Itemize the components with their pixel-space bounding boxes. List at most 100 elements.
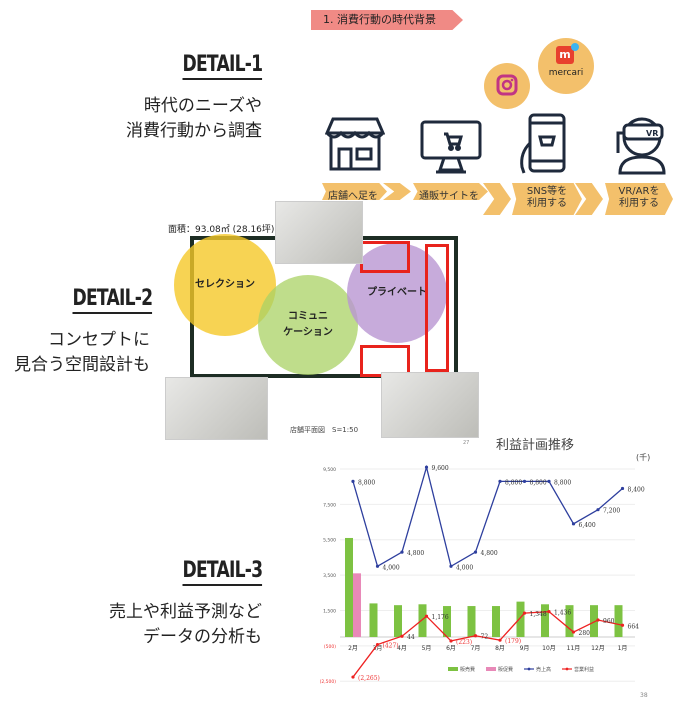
bar-hanbaihi xyxy=(565,605,574,637)
data-point xyxy=(473,634,478,638)
chevron-icon xyxy=(383,183,411,200)
bar-hanbaihi xyxy=(492,606,500,637)
selection-space-photo xyxy=(165,377,268,440)
data-label: 6,400 xyxy=(579,522,596,529)
legend-label: 販促費 xyxy=(498,666,513,673)
chart-page: 38 xyxy=(640,692,648,699)
mercari-dot xyxy=(571,43,579,51)
data-label: 4,800 xyxy=(407,550,424,557)
x-tick-label: 9月 xyxy=(520,645,530,652)
legend-marker xyxy=(565,667,569,671)
data-point xyxy=(449,639,453,643)
floor-plan-caption: 店舗平面図 S=1:50 xyxy=(290,426,359,434)
data-point xyxy=(547,479,551,483)
timeline-title: 1. 消費行動の時代背景 xyxy=(311,10,463,30)
data-point xyxy=(522,479,527,483)
data-point xyxy=(620,486,625,491)
timeline-step-ec: 通販サイトを xyxy=(413,183,488,200)
data-point xyxy=(351,479,355,483)
legend-label: 売上高 xyxy=(536,666,551,673)
furniture-photo xyxy=(275,201,363,264)
floor-plan-page: 27 xyxy=(463,440,470,446)
mercari-bubble: m mercari xyxy=(538,38,594,94)
line-sales xyxy=(352,464,623,568)
data-label: 1,436 xyxy=(554,610,571,617)
timeline-step-sns: SNS等を 利用する xyxy=(512,183,582,215)
data-point xyxy=(522,611,527,615)
bar-hanbaihi xyxy=(369,603,378,637)
y-tick-label: (500) xyxy=(324,644,336,650)
data-point xyxy=(375,642,380,647)
x-tick-label: 5月 xyxy=(422,645,432,652)
legend-swatch xyxy=(486,667,496,671)
x-tick-label: 1月 xyxy=(618,645,628,652)
x-tick-label: 4月 xyxy=(397,645,407,652)
zone-communication: コミュニ ケーション xyxy=(258,275,358,375)
data-label: (223) xyxy=(456,639,472,646)
y-tick-label: 5,500 xyxy=(323,538,336,544)
highlight-box xyxy=(425,244,449,372)
bar-hanbaihi xyxy=(418,604,427,637)
legend-label: 営業利益 xyxy=(574,666,594,673)
data-point xyxy=(449,564,453,568)
data-point xyxy=(498,638,502,642)
data-point xyxy=(571,630,576,634)
data-label: (2,265) xyxy=(358,675,380,682)
x-tick-label: 6月 xyxy=(446,645,456,652)
data-point xyxy=(620,623,625,627)
mercari-label: mercari xyxy=(548,68,584,78)
detail-1-description: 時代のニーズや消費行動から調査 xyxy=(126,96,262,141)
bar-hanbaihi xyxy=(443,606,451,637)
smartphone-shopping-icon xyxy=(518,113,568,175)
data-label: 1,348 xyxy=(530,611,547,618)
legend-swatch xyxy=(448,667,458,671)
bar-hanbaihi xyxy=(394,605,402,637)
x-tick-label: 3月 xyxy=(373,645,383,652)
chart-title: 利益計画推移 xyxy=(496,438,575,453)
bar-hanbaihi xyxy=(345,537,353,637)
legend-marker xyxy=(527,667,531,671)
data-label: 8,800 xyxy=(530,479,547,486)
data-label: 8,800 xyxy=(358,479,375,486)
data-point xyxy=(400,550,404,554)
detail-1-heading: DETAIL-1 xyxy=(160,52,263,80)
bar-hanbaihi xyxy=(516,601,525,637)
mercari-icon: m xyxy=(556,46,574,64)
data-point xyxy=(498,479,502,483)
detail-2-heading: DETAIL-2 xyxy=(50,286,153,314)
data-point xyxy=(596,618,600,622)
data-label: (179) xyxy=(505,638,521,645)
timeline-step-vr: VR/ARを 利用する xyxy=(605,183,673,215)
y-tick-label: 3,500 xyxy=(323,573,336,579)
data-label: 7,200 xyxy=(603,508,620,515)
y-tick-label: 1,500 xyxy=(323,608,336,614)
bar-hansokuhi xyxy=(353,573,361,637)
data-point xyxy=(424,614,429,618)
data-point xyxy=(473,550,478,554)
data-label: 8,800 xyxy=(554,479,571,486)
data-label: 8,800 xyxy=(505,479,522,486)
detail-3-description: 売上や利益予測などデータの分析も xyxy=(109,602,262,647)
data-point xyxy=(400,634,404,638)
bar-hanbaihi xyxy=(614,605,623,637)
data-label: 72 xyxy=(481,634,489,641)
ecommerce-monitor-icon xyxy=(420,120,482,176)
y-tick-label: 7,500 xyxy=(323,502,336,508)
instagram-bubble xyxy=(484,63,530,109)
data-point xyxy=(375,564,380,568)
instagram-icon xyxy=(496,74,518,96)
vr-text: VR xyxy=(646,129,658,138)
data-label: 8,400 xyxy=(628,486,645,493)
data-label: 4,000 xyxy=(383,564,400,571)
data-label: 4,800 xyxy=(481,550,498,557)
x-tick-label: 2月 xyxy=(348,645,358,652)
vr-headset-icon: VR xyxy=(610,113,670,175)
bar-hanbaihi xyxy=(590,605,598,637)
data-label: 1,176 xyxy=(432,614,449,621)
data-label: (427) xyxy=(383,643,399,650)
data-label: 960 xyxy=(603,618,615,625)
zone-private: プライベート xyxy=(347,243,447,343)
x-tick-label: 11月 xyxy=(567,645,581,652)
store-icon xyxy=(325,115,385,173)
